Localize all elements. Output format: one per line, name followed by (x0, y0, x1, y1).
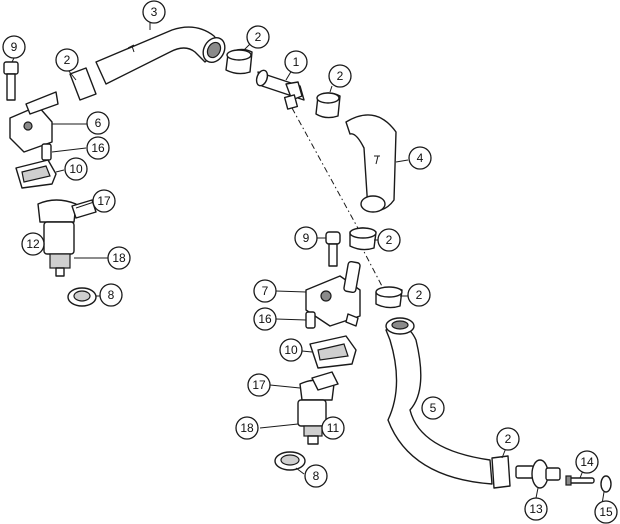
callout-2-center-upper: 2 (377, 228, 401, 252)
callout-10-left: 10 (64, 157, 88, 181)
callout-8-left-label: 8 (108, 288, 115, 302)
part-seal-8-left (67, 287, 97, 307)
part-clamp-2-right (315, 92, 341, 119)
callout-2-right-label: 2 (337, 69, 344, 83)
callout-4-label: 4 (417, 151, 424, 165)
part-hose-4 (345, 114, 397, 213)
callout-2-bottom-label: 2 (505, 432, 512, 446)
callout-2-left: 2 (55, 48, 79, 72)
callout-16-center: 16 (253, 307, 277, 331)
callout-18-left: 18 (107, 246, 131, 270)
callout-14-label: 14 (580, 455, 594, 469)
part-pin-14 (565, 475, 595, 486)
callout-15-label: 15 (599, 505, 613, 519)
callout-2-right: 2 (328, 64, 352, 88)
callout-12-label: 12 (26, 237, 40, 251)
callout-17-center: 17 (247, 373, 271, 397)
callout-6: 6 (86, 111, 110, 135)
callout-12: 12 (21, 232, 45, 256)
callout-8-center: 8 (304, 464, 328, 488)
part-hose-3 (95, 26, 226, 85)
part-seal-8-center (274, 451, 306, 471)
callout-16-left: 16 (86, 136, 110, 160)
callout-8-center-label: 8 (313, 469, 320, 483)
callout-9-left-label: 9 (11, 40, 18, 54)
callout-10-center: 10 (279, 338, 303, 362)
callout-2-center-lower: 2 (407, 283, 431, 307)
callout-18-left-label: 18 (112, 251, 126, 265)
callout-2-left-label: 2 (64, 53, 71, 67)
callout-9-center: 9 (294, 226, 318, 250)
part-t-connector-1 (255, 69, 305, 110)
callout-4: 4 (408, 146, 432, 170)
callout-18-center-label: 18 (240, 421, 254, 435)
part-sleeve-16-center (305, 311, 316, 329)
assembly-line-upper (291, 107, 361, 233)
part-injector-11 (297, 371, 339, 445)
part-bolt-9-center (325, 231, 341, 267)
callout-10-left-label: 10 (69, 162, 83, 176)
callout-10-center-label: 10 (284, 343, 298, 357)
callout-11: 11 (321, 416, 345, 440)
callout-2-top-label: 2 (255, 30, 262, 44)
callout-2-top: 2 (246, 25, 270, 49)
part-injector-12 (37, 199, 97, 277)
callout-16-left-label: 16 (91, 141, 105, 155)
callout-13-label: 13 (529, 502, 543, 516)
assembly-line-lower (359, 243, 385, 291)
part-clamp-2-top (225, 48, 253, 75)
part-clip-10-left (15, 159, 57, 189)
part-oring-15 (600, 475, 612, 493)
callout-8-left: 8 (99, 283, 123, 307)
callout-9-center-label: 9 (303, 231, 310, 245)
callout-1-label: 1 (293, 55, 300, 69)
part-clamp-2-center-lower (375, 286, 403, 309)
callout-1: 1 (284, 50, 308, 74)
part-fitting-13 (515, 459, 561, 489)
callout-5: 5 (421, 396, 445, 420)
part-clamp-2-lower (491, 455, 511, 489)
callout-3: 3 (142, 0, 166, 24)
callout-15: 15 (594, 500, 618, 524)
callout-17-left-label: 17 (97, 194, 111, 208)
callout-7: 7 (253, 279, 277, 303)
callout-2-center-lower-label: 2 (416, 288, 423, 302)
part-clamp-2-center-upper (349, 227, 377, 251)
callout-2-bottom: 2 (496, 427, 520, 451)
part-sleeve-2-left (69, 67, 97, 101)
part-fuel-rail-6 (9, 91, 59, 153)
part-sleeve-16-left (41, 143, 52, 161)
callout-2-center-upper-label: 2 (386, 233, 393, 247)
part-hose-5 (385, 317, 493, 485)
callout-17-center-label: 17 (252, 378, 266, 392)
callout-18-center: 18 (235, 416, 259, 440)
callout-17-left: 17 (92, 189, 116, 213)
callout-6-label: 6 (95, 116, 102, 130)
callout-9-left: 9 (2, 35, 26, 59)
callout-7-label: 7 (262, 284, 269, 298)
callout-14: 14 (575, 450, 599, 474)
callout-11-label: 11 (327, 421, 340, 435)
leader-lines (11, 22, 605, 505)
part-fuel-rail-7 (305, 260, 361, 327)
part-clip-10-center (309, 335, 357, 369)
callout-5-label: 5 (430, 401, 437, 415)
callout-3-label: 3 (151, 5, 158, 19)
callout-16-center-label: 16 (258, 312, 272, 326)
part-bolt-9-left (3, 61, 19, 101)
callout-13: 13 (524, 497, 548, 521)
